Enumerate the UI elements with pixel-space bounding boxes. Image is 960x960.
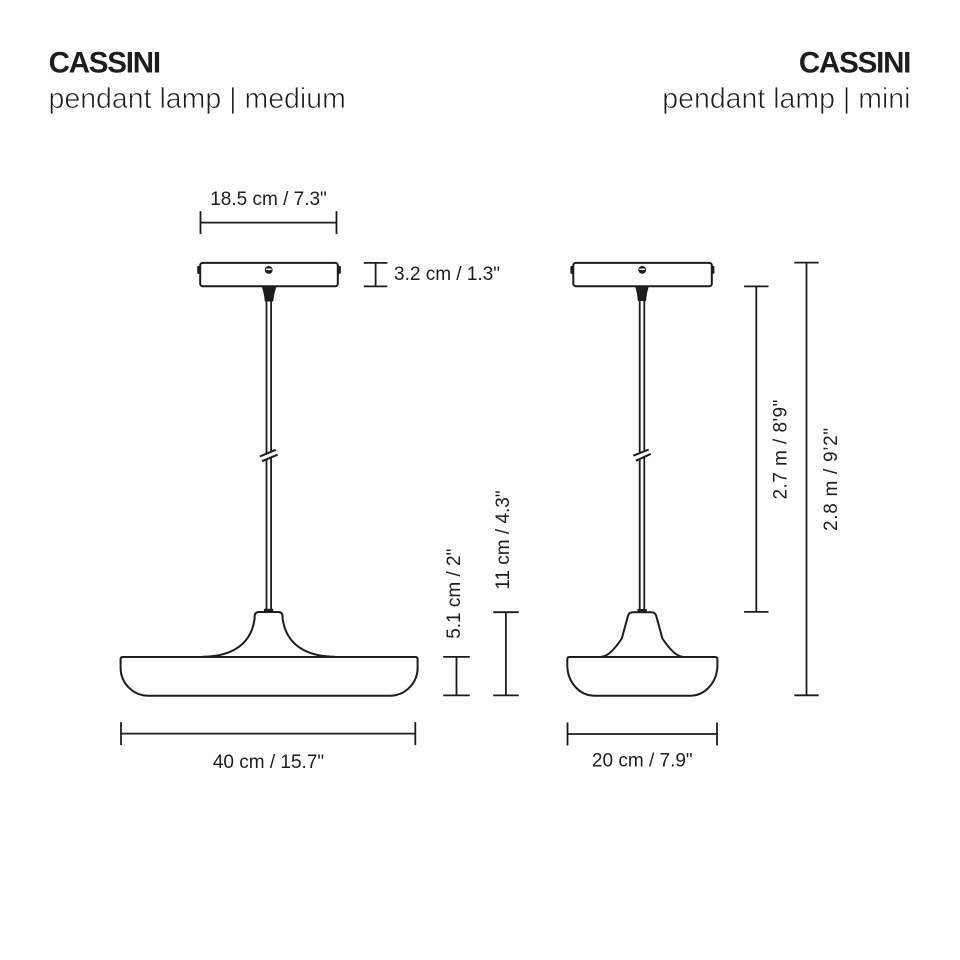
svg-text:pendant lamp | medium: pendant lamp | medium bbox=[49, 83, 346, 115]
svg-text:CASSINI: CASSINI bbox=[799, 46, 910, 79]
svg-text:18.5 cm / 7.3": 18.5 cm / 7.3" bbox=[210, 189, 327, 210]
svg-text:CASSINI: CASSINI bbox=[49, 46, 160, 79]
svg-text:11 cm / 4.3": 11 cm / 4.3" bbox=[493, 490, 514, 589]
svg-text:pendant lamp | mini: pendant lamp | mini bbox=[662, 83, 910, 115]
svg-text:2.8 m / 9’2": 2.8 m / 9’2" bbox=[821, 427, 842, 531]
svg-text:20 cm / 7.9": 20 cm / 7.9" bbox=[592, 751, 693, 772]
svg-text:2.7 m / 8'9": 2.7 m / 8'9" bbox=[771, 399, 792, 499]
svg-text:3.2 cm / 1.3": 3.2 cm / 1.3" bbox=[394, 264, 500, 285]
svg-text:5.1 cm / 2": 5.1 cm / 2" bbox=[444, 549, 465, 639]
svg-text:40 cm / 15.7": 40 cm / 15.7" bbox=[213, 752, 324, 773]
